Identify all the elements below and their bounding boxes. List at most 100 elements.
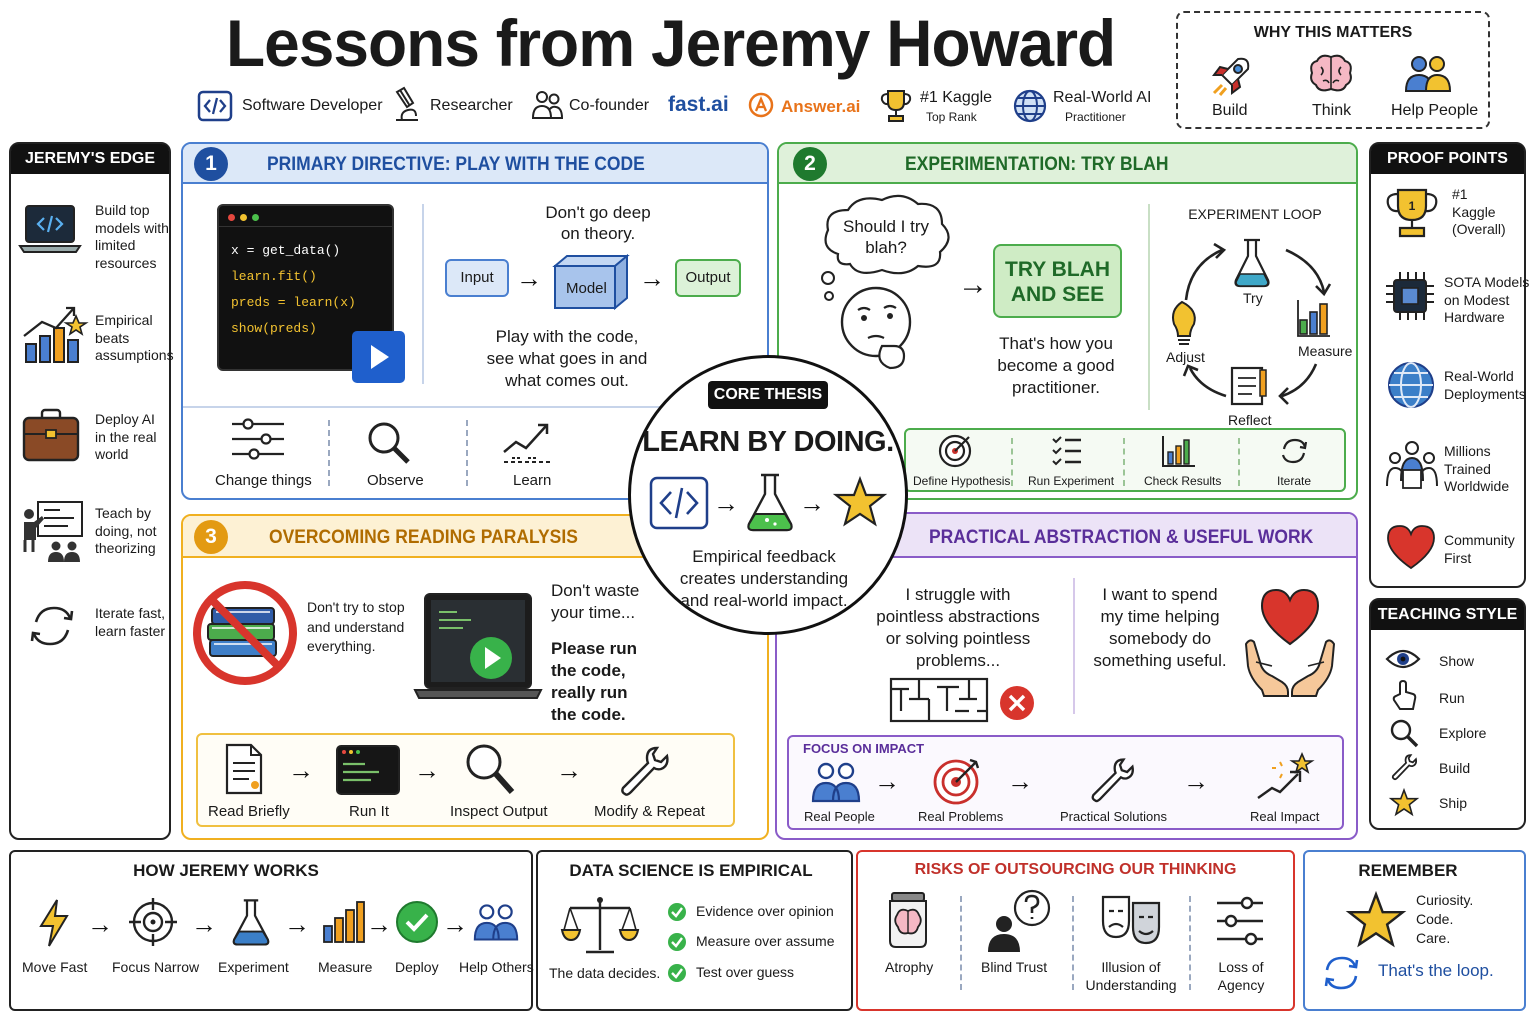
globe-icon: [1012, 88, 1048, 124]
how-label: Help Others: [459, 959, 534, 975]
teaching-label: Explore: [1439, 725, 1487, 741]
why-label: Think: [1312, 102, 1352, 119]
refresh-icon: [1279, 436, 1309, 466]
check-circle-icon: [395, 900, 439, 944]
ds-panel: [536, 850, 853, 1011]
thinking-face-icon: [838, 282, 918, 376]
wrench-icon: [1390, 753, 1418, 781]
experiment-loop: [1160, 228, 1350, 418]
section-3-number: 3: [194, 520, 228, 554]
stop-text: Don't try to stop and understand everyth…: [307, 599, 405, 655]
step-label: Real Impact: [1250, 809, 1320, 824]
role-label: Real-World AI: [1053, 89, 1152, 106]
edge-text: Build top models with limited resources: [95, 202, 169, 271]
bar-chart-icon: [322, 900, 366, 944]
focus-impact-title: FOCUS ON IMPACT: [803, 741, 925, 756]
role-label: Co-founder: [569, 97, 650, 114]
wrench-icon: [617, 744, 671, 798]
why-label: Help People: [1391, 102, 1479, 119]
person-question-icon: [986, 888, 1052, 954]
edge-text: Teach by doing, not theorizing: [95, 505, 157, 556]
page-title: Lessons from Jeremy Howard: [226, 6, 1116, 80]
risks-title: RISKS OF OUTSOURCING OUR THINKING: [914, 861, 1237, 878]
teaching-label: Ship: [1439, 795, 1468, 811]
answerai-logo-icon: [748, 92, 774, 118]
role-label: Software Developer: [242, 97, 383, 114]
why-label: Build: [1212, 102, 1248, 119]
remember-title: REMEMBER: [1358, 861, 1458, 880]
risk-label: Illusion of Understanding: [1085, 959, 1177, 993]
edge-title: JEREMY'S EDGE: [11, 144, 169, 174]
thought-bubble: [818, 194, 958, 314]
code-line: x = get_data(): [231, 243, 341, 258]
proof-text: Community First: [1444, 532, 1515, 566]
star-icon: [1388, 787, 1420, 817]
risk-label: Blind Trust: [981, 959, 1048, 975]
proof-panel: PROOF POINTS: [1369, 142, 1526, 588]
section-2-caption: That's how you become a good practitione…: [997, 334, 1115, 398]
growth-icon: [1256, 751, 1315, 802]
step-label: Learn: [513, 472, 552, 489]
risk-label: Atrophy: [885, 959, 934, 975]
step-label: Modify & Repeat: [594, 803, 705, 820]
how-label: Focus Narrow: [112, 959, 200, 975]
hand-pointer-icon: [1391, 679, 1417, 712]
sliders-icon: [228, 416, 288, 462]
chart-star-icon: [20, 302, 89, 366]
proof-text: Real-World Deployments: [1444, 368, 1526, 402]
heart-icon: [1386, 524, 1436, 570]
core-title: LEARN BY DOING.: [642, 426, 894, 458]
x-circle-icon: [998, 684, 1036, 722]
teaching-panel: TEACHING STYLE: [1369, 598, 1526, 830]
code-line: preds = learn(x): [231, 295, 356, 310]
microscope-icon: [392, 86, 422, 124]
core-badge: CORE THESIS: [708, 381, 828, 409]
edge-panel: JEREMY'S EDGE: [9, 142, 171, 840]
proof-title: PROOF POINTS: [1371, 144, 1524, 174]
globe-icon: [1386, 360, 1436, 410]
why-panel: WHY THIS MATTERS Build Think Help People: [1176, 11, 1490, 129]
code-line: learn.fit(): [231, 269, 317, 284]
terminal-icon: [335, 744, 401, 796]
role-label: #1 Kaggle: [920, 89, 993, 106]
teaching-label: Run: [1439, 690, 1465, 706]
model-cube-icon: [551, 252, 631, 312]
section-3-title: OVERCOMING READING PARALYSIS: [269, 527, 578, 548]
document-icon: [223, 743, 265, 795]
loop-label: Reflect: [1228, 412, 1272, 428]
hands-heart-icon: [1242, 586, 1338, 698]
run-text: Please run the code, really run the code…: [551, 639, 637, 725]
role-sublabel: Top Rank: [926, 110, 977, 124]
play-button[interactable]: [352, 331, 405, 383]
step-label: Read Briefly: [208, 803, 290, 820]
bar-chart-icon: [1161, 434, 1197, 468]
laptop-play-icon: [413, 592, 543, 704]
rocket-icon: [1208, 53, 1254, 99]
output-node: Output: [675, 259, 741, 297]
ds-item: Evidence over opinion: [696, 903, 834, 919]
star-icon: [832, 475, 888, 527]
loop-label: Adjust: [1166, 349, 1205, 365]
people-icon: [473, 902, 519, 942]
step-label: Change things: [215, 472, 312, 489]
ds-item: Test over guess: [696, 964, 795, 980]
refresh-icon: [1321, 953, 1363, 993]
section-1-number: 1: [194, 147, 228, 181]
edge-text: Empirical beats assumptions: [95, 312, 174, 363]
code-line: show(preds): [231, 321, 317, 336]
proof-text: #1 Kaggle (Overall): [1452, 186, 1506, 237]
step-label: Iterate: [1277, 474, 1312, 488]
svg-text:1: 1: [1409, 199, 1416, 213]
teaching-title: TEACHING STYLE: [1371, 600, 1524, 630]
answerai-label: Answer.ai: [781, 97, 861, 116]
how-label: Experiment: [218, 959, 289, 975]
people-icon: [811, 761, 861, 803]
people-icon: [530, 88, 564, 122]
step-label: Check Results: [1144, 474, 1222, 488]
section-1-caption: Play with the code, see what goes in and…: [486, 327, 648, 391]
step-label: Run It: [349, 803, 390, 820]
teaching-label: Build: [1439, 760, 1471, 776]
magnifier-icon: [366, 420, 412, 466]
loop-title: EXPERIMENT LOOP: [1188, 206, 1322, 222]
risks-panel: [856, 850, 1295, 1011]
